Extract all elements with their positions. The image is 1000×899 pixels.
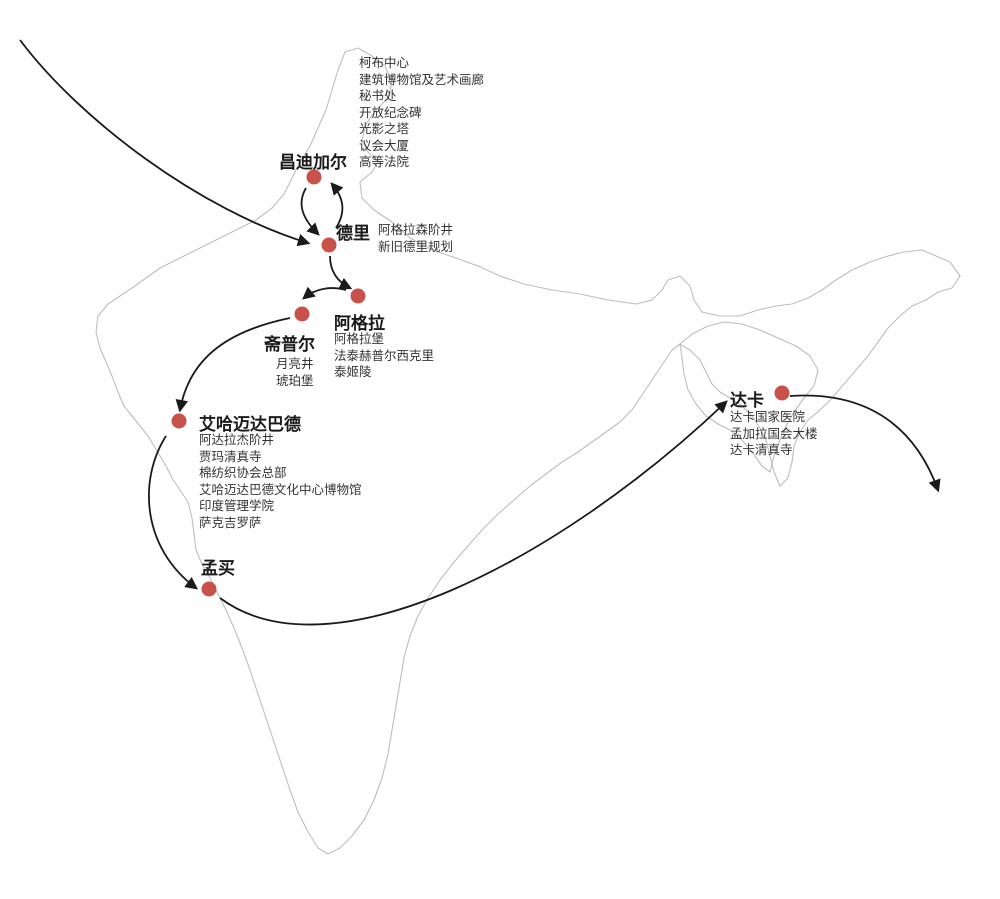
route-exit [789,394,941,493]
stop-agra [350,288,366,304]
city-name-dhaka: 达卡 [730,391,764,411]
chandigarh-sites: 柯布中心 建筑博物馆及艺术画廊 秘书处 开放纪念碑 光影之塔 议会大厦 高等法院 [359,55,484,171]
dhaka-sites: 达卡国家医院 孟加拉国会大楼 达卡清真寺 [730,409,818,459]
site-label: 琥珀堡 [276,372,314,388]
india-border [95,47,961,855]
route-chandigarh-delhi [300,187,320,236]
route-entry [19,39,311,247]
site-label: 萨克吉罗萨 [199,514,262,530]
site-label: 孟加拉国会大楼 [730,425,818,441]
site-label: 秘书处 [359,88,397,103]
site-label: 艾哈迈达巴德文化中心博物馆 [199,481,362,497]
stop-chandigarh [306,169,322,185]
jaipur-sites: 月亮井 琥珀堡 [276,356,314,389]
site-label: 阿格拉堡 [334,331,385,346]
city-name-ahmedabad: 艾哈迈达巴德 [199,415,301,435]
site-label: 建筑博物馆及艺术画廊 [359,71,485,87]
stop-ahmedabad [171,413,187,429]
site-label: 印度管理学院 [199,498,275,513]
stop-mumbai [201,581,217,597]
agra-sites: 阿格拉堡 法泰赫普尔西克里 泰姬陵 [334,331,434,381]
route-delhi-chandigarh [330,182,344,229]
stop-dhaka [774,385,790,401]
site-label: 泰姬陵 [334,364,372,379]
site-label: 新旧德里规划 [378,238,454,254]
stop-jaipur [294,306,310,322]
city-name-mumbai: 孟买 [201,559,235,579]
site-label: 阿格拉森阶井 [378,222,454,237]
route-ahmedabad-mumbai [148,435,199,590]
site-label: 议会大厦 [359,137,410,153]
route-delhi-agra [329,255,353,290]
site-label: 棉纺织协会总部 [199,465,287,480]
site-label: 开放纪念碑 [359,104,422,120]
delhi-sites: 阿格拉森阶井 新旧德里规划 [378,222,453,255]
site-label: 阿达拉杰阶井 [199,432,275,447]
ahmedabad-sites: 阿达拉杰阶井 贾玛清真寺 棉纺织协会总部 艾哈迈达巴德文化中心博物馆 印度管理学… [199,432,362,531]
site-label: 月亮井 [276,356,314,371]
city-name-delhi: 德里 [336,224,370,244]
stop-delhi [321,237,337,253]
route-agra-jaipur [302,286,347,300]
site-label: 贾玛清真寺 [199,448,262,464]
site-label: 达卡国家医院 [730,409,806,424]
city-name-agra: 阿格拉 [334,314,385,334]
site-label: 高等法院 [359,154,410,169]
route-jaipur-ahmedabad [175,317,291,413]
route-mumbai-dhaka [219,400,728,626]
site-label: 柯布中心 [359,55,410,70]
bangladesh-border [679,321,819,473]
site-label: 光影之塔 [359,121,410,136]
city-name-chandigarh: 昌迪加尔 [279,153,347,173]
city-name-jaipur: 斋普尔 [264,335,315,355]
site-label: 法泰赫普尔西克里 [334,347,435,363]
site-label: 达卡清真寺 [730,442,793,457]
